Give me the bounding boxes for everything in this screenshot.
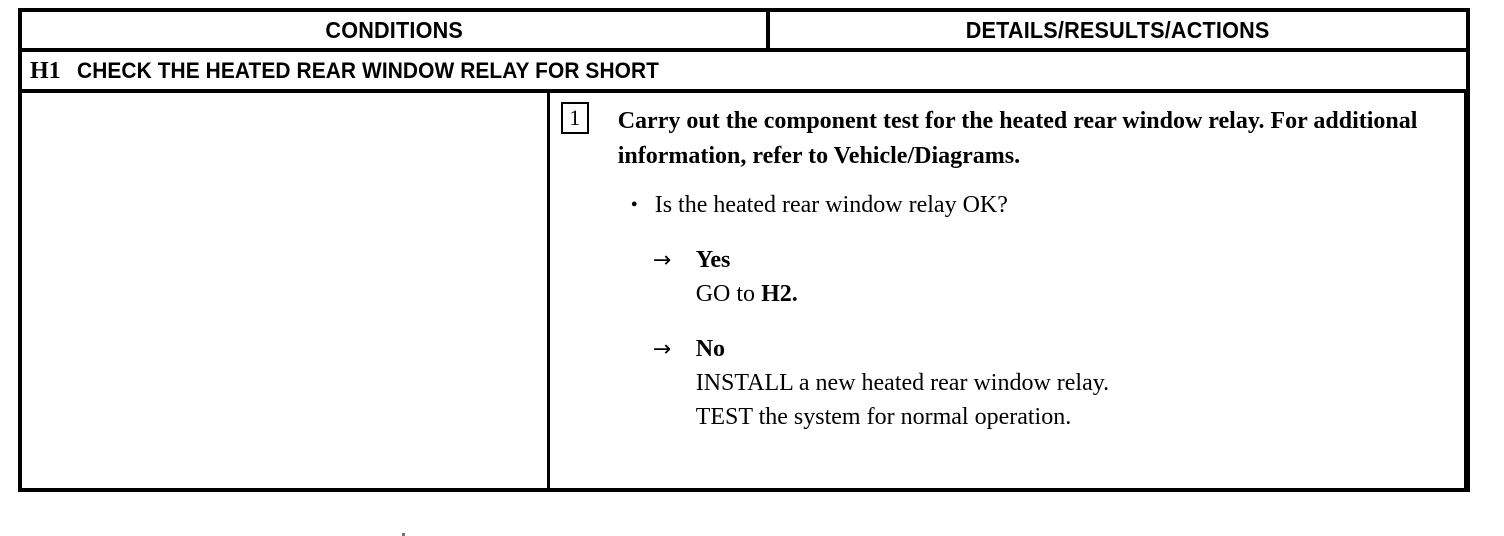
branch-yes-action-lead: GO to bbox=[695, 281, 762, 307]
column-header-conditions-label: CONDITIONS bbox=[325, 16, 463, 43]
branch-yes: → Yes GO to H2. bbox=[653, 244, 1444, 311]
details-cell: 1 Carry out the component test for the h… bbox=[550, 93, 1466, 488]
column-header-conditions: CONDITIONS bbox=[22, 12, 770, 48]
branch-no: → No INSTALL a new heated rear window re… bbox=[653, 333, 1444, 434]
table-body-row: 1 Carry out the component test for the h… bbox=[22, 93, 1466, 536]
step-number-box: 1 bbox=[560, 102, 589, 134]
step-instruction-text: Carry out the component test for the hea… bbox=[617, 108, 1418, 169]
bullet-icon: • bbox=[630, 194, 638, 216]
question-item: • Is the heated rear window relay OK? bbox=[631, 188, 1444, 222]
column-header-details: DETAILS/RESULTS/ACTIONS bbox=[770, 12, 1466, 48]
branch-yes-actions: GO to H2. bbox=[696, 277, 1444, 311]
branch-yes-action-line: GO to H2. bbox=[696, 277, 1444, 311]
pinpoint-test-table: CONDITIONS DETAILS/RESULTS/ACTIONS H1 CH… bbox=[18, 8, 1470, 536]
arrow-right-icon: → bbox=[652, 248, 672, 273]
test-title-label: CHECK THE HEATED REAR WINDOW RELAY FOR S… bbox=[76, 57, 659, 83]
branch-yes-action-target[interactable]: H2. bbox=[761, 281, 798, 307]
branch-no-label: No bbox=[695, 336, 726, 362]
test-title-row: H1 CHECK THE HEATED REAR WINDOW RELAY FO… bbox=[22, 52, 1466, 93]
branch-no-actions: INSTALL a new heated rear window relay. … bbox=[696, 366, 1444, 434]
conditions-cell bbox=[22, 93, 550, 536]
page-root: CONDITIONS DETAILS/RESULTS/ACTIONS H1 CH… bbox=[18, 8, 1470, 536]
branch-no-action-line-2: TEST the system for normal operation. bbox=[695, 404, 1072, 430]
branch-no-action-line-1: INSTALL a new heated rear window relay. bbox=[695, 370, 1110, 396]
branch-yes-label: Yes bbox=[695, 247, 731, 273]
step-block: 1 Carry out the component test for the h… bbox=[550, 93, 1464, 174]
test-id-label: H1 bbox=[30, 57, 61, 84]
arrow-right-icon: → bbox=[652, 337, 672, 362]
table-header-row: CONDITIONS DETAILS/RESULTS/ACTIONS bbox=[22, 12, 1466, 52]
column-header-details-label: DETAILS/RESULTS/ACTIONS bbox=[966, 16, 1270, 43]
question-text: Is the heated rear window relay OK? bbox=[654, 192, 1008, 218]
question-list: • Is the heated rear window relay OK? bbox=[550, 188, 1464, 222]
